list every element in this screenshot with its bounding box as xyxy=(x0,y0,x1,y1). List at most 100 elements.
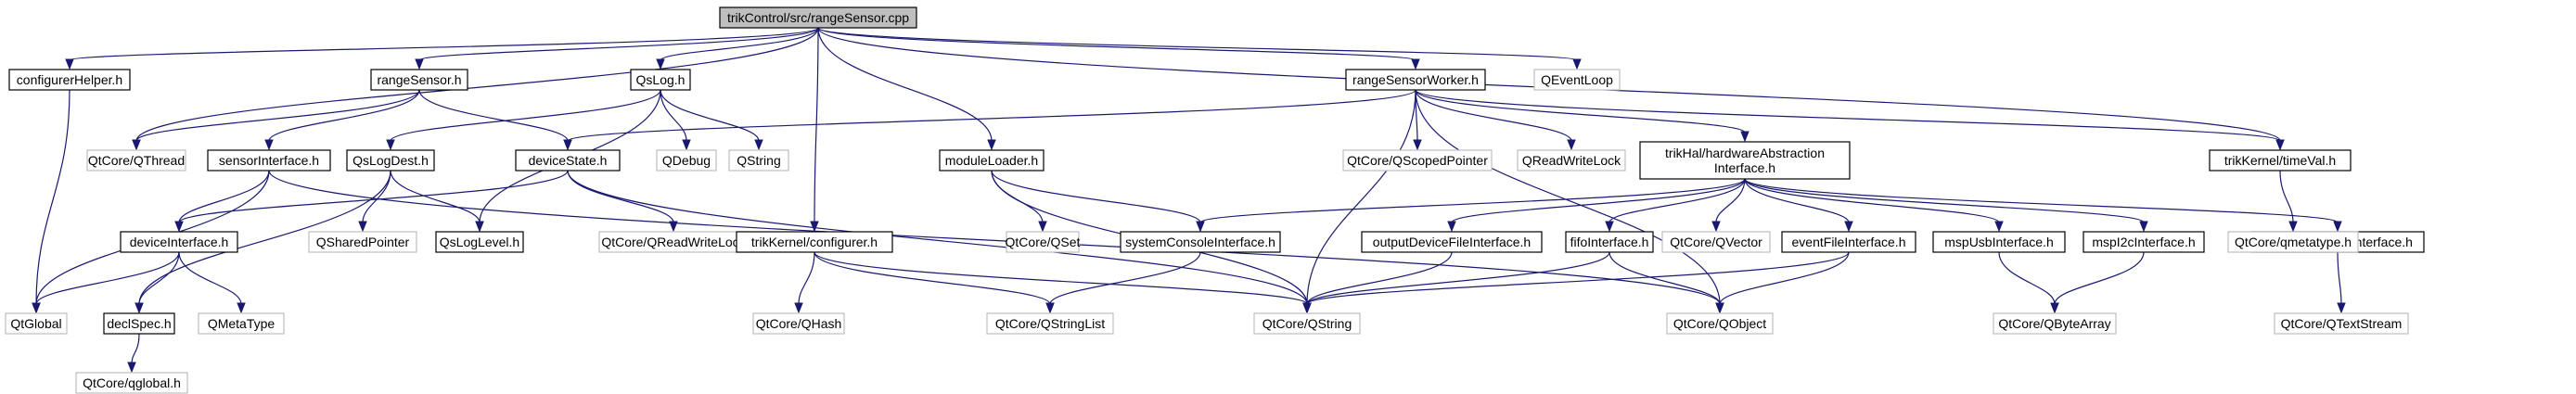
node-label: QReadWriteLock xyxy=(1522,153,1621,168)
edge-root-to-cfgHelper xyxy=(65,27,819,70)
node-label: mspI2cInterface.h xyxy=(2092,235,2195,249)
edge-devState-to-devIf xyxy=(174,170,569,233)
node-sensorIf[interactable]: sensorInterface.h xyxy=(207,149,331,172)
node-qstringlist: QtCore/QStringList xyxy=(986,312,1114,335)
node-qeventloop: QEventLoop xyxy=(1533,69,1621,91)
node-box xyxy=(752,312,845,335)
edge-fifo-to-qobject xyxy=(1608,251,1724,314)
node-root[interactable]: trikControl/src/rangeSensor.cpp xyxy=(719,6,917,29)
edge-root-to-rangeSensorH xyxy=(415,27,819,70)
node-box xyxy=(103,312,175,335)
node-label: trikControl/src/rangeSensor.cpp xyxy=(727,10,909,25)
node-box xyxy=(198,312,285,335)
node-sysConsole[interactable]: systemConsoleInterface.h xyxy=(1120,231,1281,253)
node-declspec[interactable]: declSpec.h xyxy=(103,312,175,335)
node-label: deviceInterface.h xyxy=(130,235,229,249)
edge-configurer-to-qstringlist xyxy=(814,251,1055,314)
node-label: declSpec.h xyxy=(107,316,171,331)
node-qtextstream: QtCore/QTextStream xyxy=(2274,312,2409,335)
node-rsw[interactable]: rangeSensorWorker.h xyxy=(1345,69,1486,91)
edge-hal-to-mspI2c xyxy=(1744,178,2148,233)
edge-declspec-to-qglobalh xyxy=(127,333,140,374)
node-qshared: QSharedPointer xyxy=(308,231,417,253)
node-qset: QtCore/QSet xyxy=(1006,231,1081,253)
node-qobject: QtCore/QObject xyxy=(1666,312,1774,335)
edge-root-to-modLoader xyxy=(817,27,996,151)
node-label: QDebug xyxy=(662,153,711,168)
node-qrwlock: QReadWriteLock xyxy=(1517,149,1626,172)
node-label: QSharedPointer xyxy=(316,235,410,249)
node-mspI2c[interactable]: mspI2cInterface.h xyxy=(2083,231,2205,253)
edge-rsw-to-hal xyxy=(1415,89,1749,143)
node-qstring: QString xyxy=(728,149,789,172)
node-qslogdest[interactable]: QsLogDest.h xyxy=(346,149,435,172)
node-box xyxy=(120,231,238,253)
edge-hal-to-outFile xyxy=(1447,178,1746,233)
node-rangeSensorH[interactable]: rangeSensor.h xyxy=(370,69,468,91)
node-box xyxy=(1006,231,1080,253)
node-label: eventFileInterface.h xyxy=(1792,235,1906,249)
node-label: QEventLoop xyxy=(1541,72,1613,87)
node-label: QtCore/QStringList xyxy=(995,316,1105,331)
node-label: sensorInterface.h xyxy=(219,153,319,168)
edge-rsw-to-qrwlock xyxy=(1415,89,1576,151)
node-box xyxy=(1781,231,1916,253)
edge-hal-to-sysConsole xyxy=(1196,178,1746,233)
edge-hal-to-eventFile xyxy=(1744,178,1853,233)
node-timeval[interactable]: trikKernel/timeVal.h xyxy=(2209,149,2352,172)
node-mspUsb[interactable]: mspUsbInterface.h xyxy=(1932,231,2066,253)
node-qsloglevel[interactable]: QsLogLevel.h xyxy=(435,231,524,253)
node-modLoader[interactable]: moduleLoader.h xyxy=(939,149,1044,172)
edge-configurer-to-qtqstring xyxy=(814,251,1312,314)
edge-hal-to-qvector xyxy=(1711,178,1746,233)
edge-rangeSensorH-to-qthread xyxy=(132,89,420,151)
node-qmetatype: QMetaType xyxy=(198,312,285,335)
node-devState[interactable]: deviceState.h xyxy=(515,149,621,172)
node-fifo[interactable]: fifoInterface.h xyxy=(1565,231,1654,253)
edge-configurer-to-qhash xyxy=(794,251,815,314)
edge-eventFile-to-qtqstring xyxy=(1302,251,1850,314)
node-label: moduleLoader.h xyxy=(945,153,1038,168)
edge-root-to-qeventloop xyxy=(817,27,1582,70)
node-outFile[interactable]: outputDeviceFileInterface.h xyxy=(1361,231,1543,253)
node-label: outputDeviceFileInterface.h xyxy=(1373,235,1531,249)
edge-rsw-to-qtqstring xyxy=(1302,89,1416,314)
node-label: QtCore/QByteArray xyxy=(1998,316,2110,331)
edge-hal-to-fifo xyxy=(1605,178,1746,233)
edge-rsw-to-timeval xyxy=(1415,89,2285,151)
edge-sensorIf-to-devIf xyxy=(174,170,270,233)
edge-qslog-to-qstring xyxy=(660,89,763,151)
node-box xyxy=(656,149,717,172)
node-qtqstring: QtCore/QString xyxy=(1253,312,1361,335)
node-label: QtCore/QSet xyxy=(1006,235,1081,249)
node-box xyxy=(1993,312,2117,335)
node-box xyxy=(2209,149,2352,172)
node-label: systemConsoleInterface.h xyxy=(1125,235,1275,249)
edge-cfgHelper-to-qglobal xyxy=(32,89,70,314)
node-box xyxy=(1361,231,1543,253)
edge-rsw-to-devState xyxy=(563,89,1416,151)
node-box xyxy=(75,372,188,394)
node-box xyxy=(1639,141,1851,180)
edge-sysConsole-to-qstringlist xyxy=(1045,251,1201,314)
node-configurer[interactable]: trikKernel/configurer.h xyxy=(736,231,893,253)
edge-root-to-rsw xyxy=(817,27,1420,70)
edge-devIf-to-qglobal xyxy=(32,251,180,314)
node-box xyxy=(1932,231,2066,253)
node-eventFile[interactable]: eventFileInterface.h xyxy=(1781,231,1916,253)
edge-qslog-to-qslogdest xyxy=(386,89,661,151)
node-box xyxy=(370,69,468,91)
nodes-layer: trikControl/src/rangeSensor.cpp configure… xyxy=(5,6,2425,394)
edge-devIf-to-qmetatype xyxy=(178,251,246,314)
node-devIf[interactable]: deviceInterface.h xyxy=(120,231,238,253)
node-box xyxy=(207,149,331,172)
node-qglobal: QtGlobal xyxy=(5,312,68,335)
node-qslog[interactable]: QsLog.h xyxy=(630,69,691,91)
node-label: QsLog.h xyxy=(636,72,686,87)
node-cfgHelper[interactable]: configurerHelper.h xyxy=(8,69,131,91)
node-label: fifoInterface.h xyxy=(1570,235,1649,249)
node-qthread: QtCore/QThread xyxy=(86,149,186,172)
edge-rsw-to-qobject xyxy=(1415,89,1724,314)
